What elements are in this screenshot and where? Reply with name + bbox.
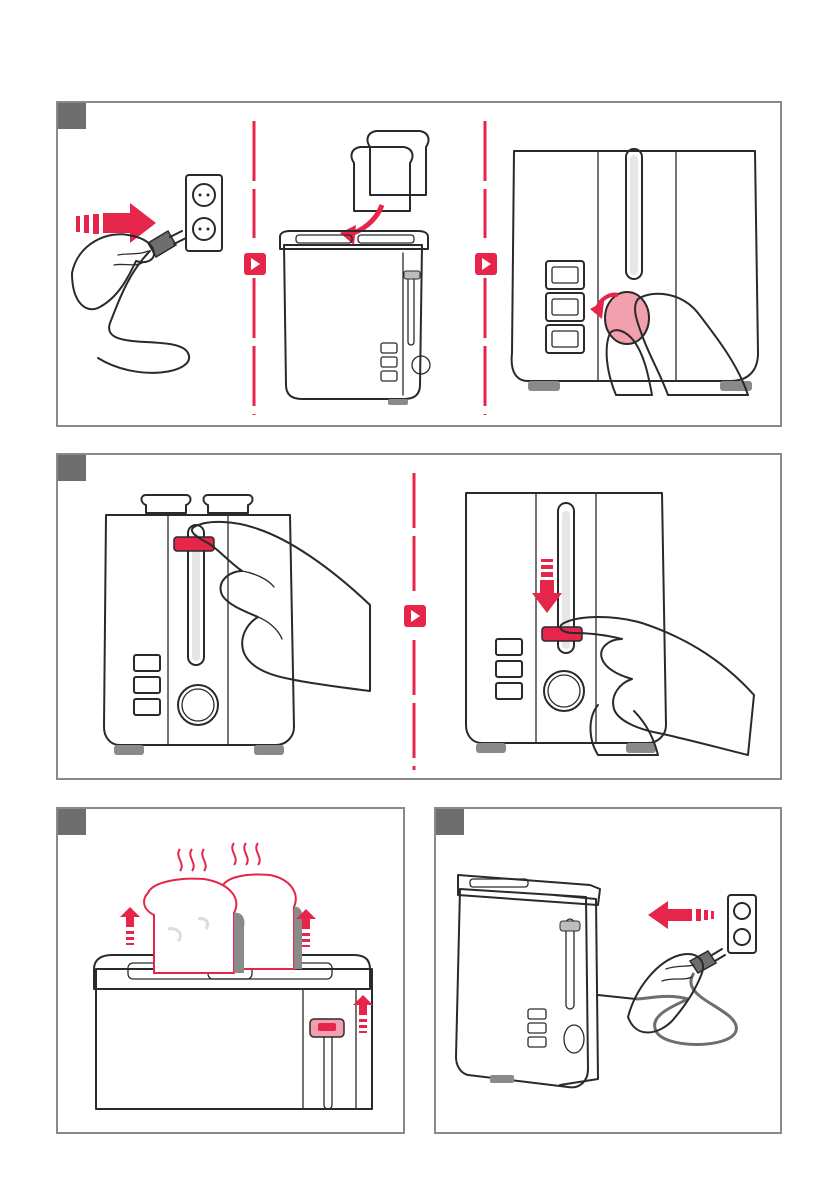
arrow-icon: [76, 203, 156, 243]
step-3-illustration: [58, 809, 403, 1132]
step-3-panel: [56, 807, 405, 1134]
wall-socket-icon: [728, 895, 756, 953]
step-1-illustration: [58, 103, 780, 425]
step-4-illustration: [436, 809, 780, 1132]
toaster-icon: [512, 149, 758, 391]
arrow-icon: [120, 907, 140, 945]
step-2-illustration: [58, 455, 780, 778]
hand-icon: [72, 234, 154, 309]
bread-slice-icon: [352, 131, 429, 211]
step-2-panel: [56, 453, 782, 780]
bread-slice-icon: [144, 875, 302, 974]
hand-icon: [560, 617, 754, 755]
steam-icon: [178, 843, 259, 871]
toaster-icon: [280, 231, 430, 405]
step-4-panel: [434, 807, 782, 1134]
hand-icon: [628, 954, 703, 1032]
next-step-marker-icon: [244, 253, 266, 275]
wall-socket-icon: [186, 175, 222, 251]
step-1-panel: [56, 101, 782, 427]
browning-dial-icon: [590, 292, 649, 344]
toaster-icon: [456, 875, 636, 1087]
toaster-icon: [104, 495, 294, 755]
next-step-marker-icon: [475, 253, 497, 275]
hand-icon: [192, 522, 370, 691]
arrow-icon: [648, 901, 714, 929]
plug-icon: [636, 949, 736, 1045]
next-step-marker-icon: [404, 605, 426, 627]
lever-icon: [310, 1019, 344, 1037]
